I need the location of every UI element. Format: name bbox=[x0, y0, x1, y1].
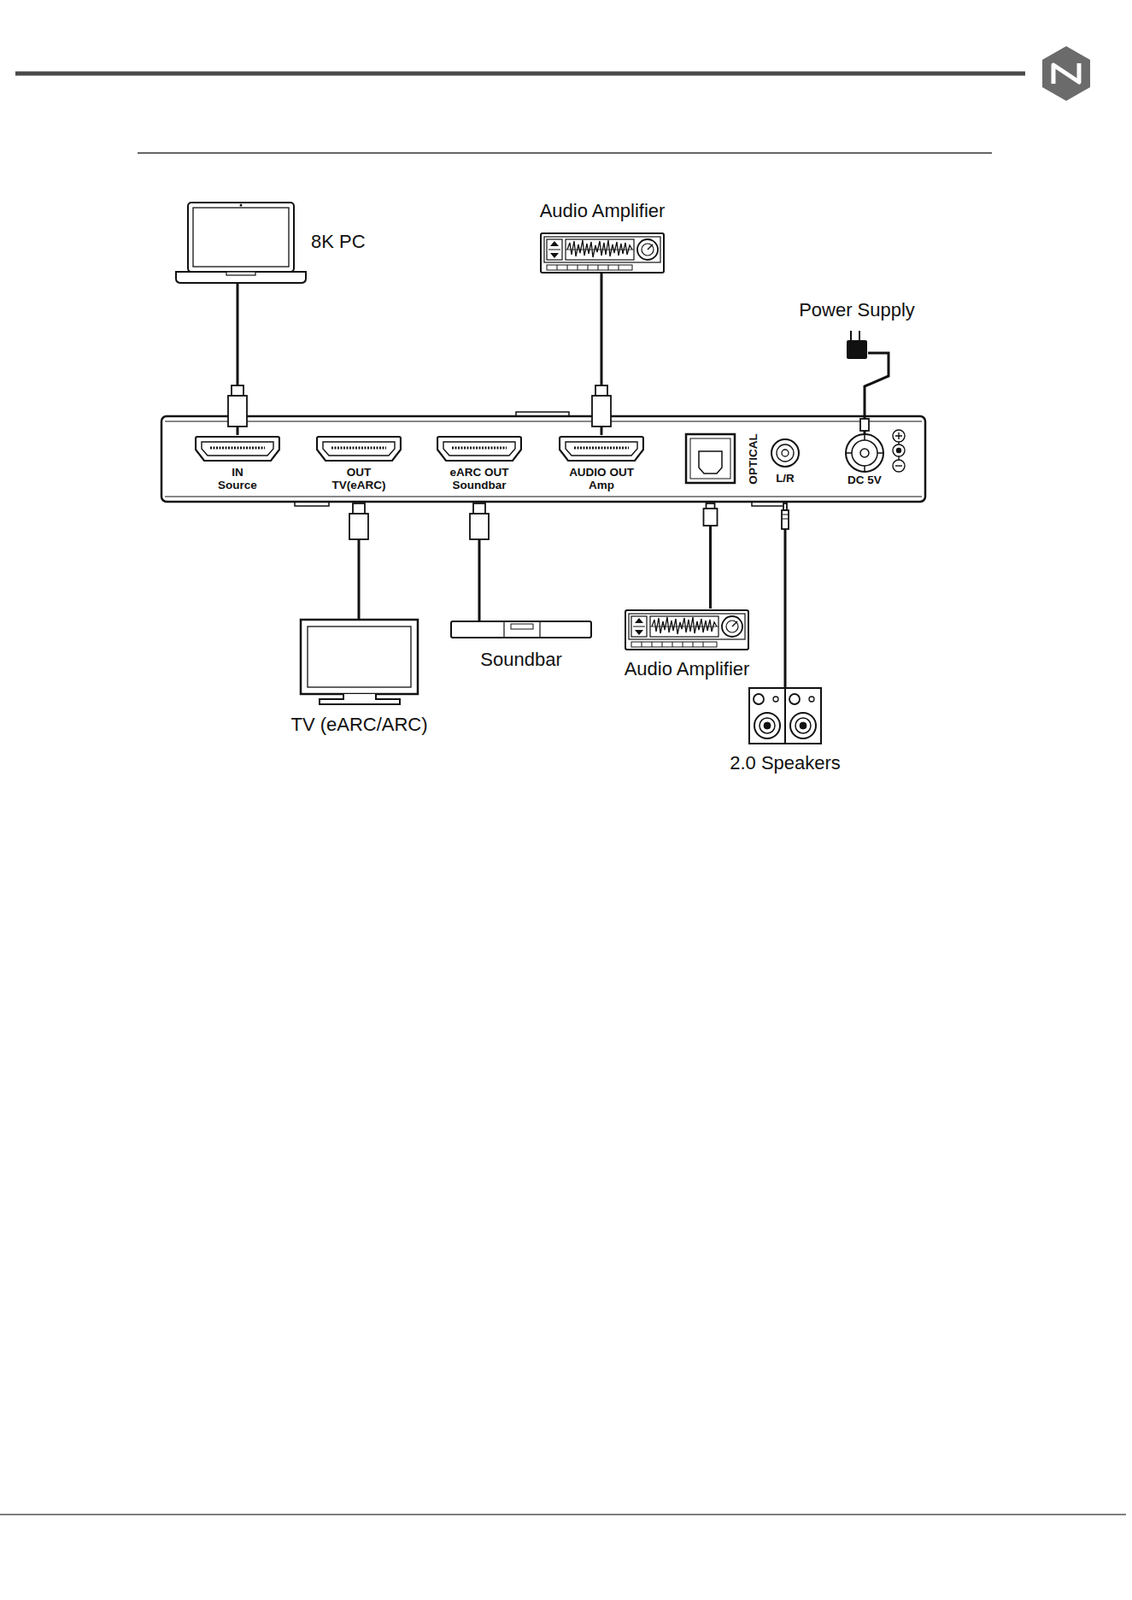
laptop-icon bbox=[175, 202, 306, 283]
port-label: DC 5V bbox=[847, 473, 882, 487]
power-supply: Power Supply bbox=[845, 338, 869, 361]
speaker-icon bbox=[749, 687, 822, 744]
dc-jack bbox=[845, 434, 884, 472]
tv-icon bbox=[300, 619, 418, 704]
power-adapter-icon bbox=[846, 330, 868, 359]
hdmi-plug bbox=[473, 503, 486, 514]
header-rule bbox=[15, 73, 1026, 75]
hdmi-plug bbox=[349, 513, 369, 540]
hdmi-port bbox=[559, 436, 644, 461]
device-label: TV (eARC/ARC) bbox=[290, 713, 428, 736]
optical-port: OPTICAL bbox=[686, 434, 735, 483]
audio-jack bbox=[771, 439, 799, 467]
section-rule bbox=[137, 152, 992, 154]
soundbar-device: Soundbar bbox=[451, 621, 592, 638]
optical-port bbox=[686, 434, 735, 483]
jack-plug bbox=[781, 510, 789, 529]
device-housing bbox=[161, 411, 926, 506]
hdmi-port: OUT TV(eARC) bbox=[316, 434, 402, 463]
port-label: OUT TV(eARC) bbox=[324, 465, 393, 492]
hdmi-port: eARC OUT Soundbar bbox=[436, 434, 523, 463]
optical-plug bbox=[703, 508, 718, 526]
hdmi-plug bbox=[352, 503, 365, 514]
hdmi-port bbox=[437, 436, 522, 461]
hdmi-plug bbox=[592, 395, 611, 427]
hdmi-port bbox=[316, 436, 401, 461]
hdmi-port: IN Source bbox=[194, 434, 281, 463]
dc-jack: DC 5V bbox=[845, 434, 884, 472]
hdmi-port: AUDIO OUT Amp bbox=[558, 434, 645, 463]
device-label: Audio Amplifier bbox=[624, 657, 751, 681]
hdmi-plug bbox=[595, 385, 608, 396]
footer-rule bbox=[0, 1513, 1127, 1515]
optical-plug bbox=[706, 503, 716, 509]
port-label: OPTICAL bbox=[746, 433, 760, 484]
device-label: 2.0 Speakers bbox=[729, 751, 841, 775]
port-label: L/R bbox=[775, 471, 795, 485]
amplifier-device: Audio Amplifier bbox=[539, 232, 665, 274]
speakers-device: 2.0 Speakers bbox=[749, 687, 822, 744]
audio-jack: L/R bbox=[771, 439, 799, 467]
device-label: Power Supply bbox=[798, 299, 915, 322]
jack-plug bbox=[781, 514, 789, 519]
device-label: Audio Amplifier bbox=[539, 199, 666, 223]
hdmi-plug bbox=[469, 513, 489, 540]
dc-plug bbox=[860, 418, 869, 431]
device-label: Soundbar bbox=[480, 648, 562, 671]
cable bbox=[784, 503, 787, 688]
jack-plug bbox=[783, 503, 787, 511]
port-label: IN Source bbox=[215, 465, 260, 492]
tv-device: TV (eARC/ARC) bbox=[300, 619, 418, 694]
amplifier-device: Audio Amplifier bbox=[624, 608, 750, 652]
soundbar-icon bbox=[451, 621, 592, 638]
brand-logo bbox=[1042, 46, 1091, 101]
device-label: 8K PC bbox=[310, 230, 366, 253]
hdmi-port bbox=[195, 436, 280, 461]
hdmi-plug bbox=[228, 395, 247, 427]
pc-device: 8K PC bbox=[175, 202, 306, 283]
amplifier-icon bbox=[540, 233, 664, 273]
amplifier-icon bbox=[625, 609, 749, 650]
port-label: AUDIO OUT Amp bbox=[560, 465, 643, 492]
hdmi-plug bbox=[231, 385, 244, 396]
port-label: eARC OUT Soundbar bbox=[443, 465, 516, 492]
polarity-symbol bbox=[892, 429, 905, 472]
